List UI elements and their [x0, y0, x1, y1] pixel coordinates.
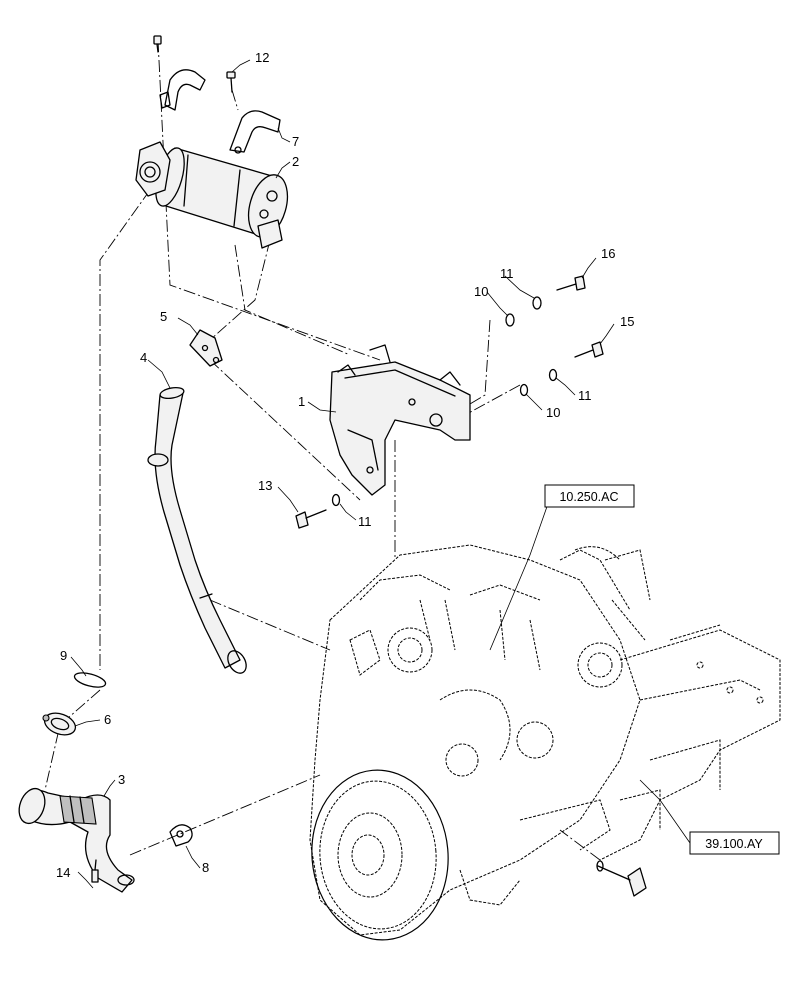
- clamp-6: [42, 712, 77, 736]
- callout-15: 15: [620, 314, 634, 329]
- exhaust-pipe-4: [147, 387, 247, 674]
- bracket-5: [189, 329, 223, 367]
- callout-12: 12: [255, 50, 269, 65]
- callout-11a: 11: [500, 266, 514, 281]
- callout-10a: 10: [474, 284, 488, 299]
- mounting-strap-7: [229, 110, 281, 154]
- bolt-16: [556, 275, 586, 291]
- callout-2: 2: [292, 154, 299, 169]
- callout-labels: 1 2 3 4 5 6 7 8 9 10 10 11 11 11 12 13 1…: [56, 50, 634, 880]
- leader-lines: [70, 59, 691, 889]
- bolt-15: [574, 341, 604, 358]
- exhaust-elbow-3: [18, 787, 135, 893]
- upper-strap: [159, 69, 206, 111]
- bolt-13: [295, 509, 327, 529]
- chassis-frame: [596, 624, 781, 897]
- bolt-14: [91, 859, 99, 883]
- reference-box-engine[interactable]: 10.250.AC: [544, 484, 635, 508]
- callout-8: 8: [202, 860, 209, 875]
- mounting-bracket-1: [329, 344, 471, 496]
- callout-11b: 11: [578, 388, 592, 403]
- gasket-9: [73, 672, 107, 688]
- washer-10a: [505, 313, 515, 327]
- callout-7: 7: [292, 134, 299, 149]
- assembly-lines: [44, 39, 601, 861]
- callout-4: 4: [140, 350, 147, 365]
- top-stud: [153, 35, 162, 53]
- reference-label-engine: 10.250.AC: [559, 490, 618, 504]
- bolt-12: [226, 71, 236, 93]
- clip-8: [169, 824, 193, 847]
- callout-11c: 11: [358, 514, 372, 529]
- washer-11b: [548, 368, 558, 382]
- callout-5: 5: [160, 309, 167, 324]
- callout-10b: 10: [546, 405, 560, 420]
- callout-14: 14: [56, 865, 70, 880]
- reference-box-frame[interactable]: 39.100.AY: [689, 831, 780, 855]
- washer-10b: [519, 383, 529, 397]
- washer-11a: [532, 296, 542, 310]
- exhaust-canister-2: [135, 141, 289, 249]
- callout-3: 3: [118, 772, 125, 787]
- callout-16: 16: [601, 246, 615, 261]
- callout-13: 13: [258, 478, 272, 493]
- callout-6: 6: [104, 712, 111, 727]
- washer-11c: [331, 493, 341, 507]
- engine-assembly: [309, 544, 651, 941]
- callout-9: 9: [60, 648, 67, 663]
- reference-label-frame: 39.100.AY: [705, 837, 763, 851]
- callout-1: 1: [298, 394, 305, 409]
